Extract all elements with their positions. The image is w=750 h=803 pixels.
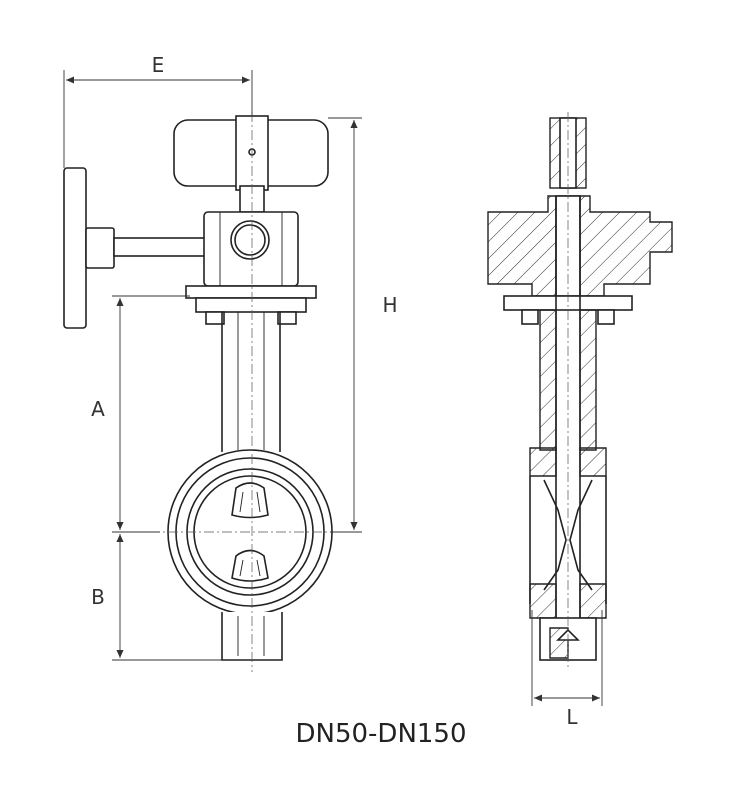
bolt-right [277,311,297,325]
handwheel-hub [85,227,115,269]
dim-a-label: A [91,397,105,421]
section-body-upper-left [529,447,557,477]
gearbox-port-inner [234,224,266,256]
handwheel-shaft [113,237,207,257]
section-neck-right [579,309,597,451]
section-view [487,112,673,668]
section-body-sides [529,476,607,604]
front-view [63,112,350,672]
model-caption: DN50-DN150 [295,719,466,749]
dim-h-label: H [382,293,397,317]
section-dimensions [531,610,603,706]
handwheel [63,167,87,329]
section-bolt-left [521,309,539,325]
dim-b-label: B [91,585,105,609]
dim-l-label: L [566,705,578,729]
section-body-lower-left [529,583,557,619]
bolt-left [205,311,225,325]
valve-neck [221,312,281,452]
lower-stem [237,616,265,656]
section-neck-left [539,309,557,451]
section-stem-lines [555,196,581,620]
mounting-flange-bottom [195,297,307,313]
dim-e-label: E [152,53,165,77]
mounting-flange-top [185,285,317,299]
disc-boss-top-detail [239,491,261,513]
front-dimensions [63,70,362,661]
section-bolt-right [597,309,615,325]
disc-boss-bottom [231,549,269,582]
section-body-upper-right [579,447,607,477]
disc-boss-bottom-detail [239,559,261,577]
section-body-lower-right [579,583,607,619]
valve-stem [237,312,265,450]
disc-boss-top [231,482,269,519]
section-disc-profile [543,479,593,591]
gearbox-port-outer [230,220,270,260]
